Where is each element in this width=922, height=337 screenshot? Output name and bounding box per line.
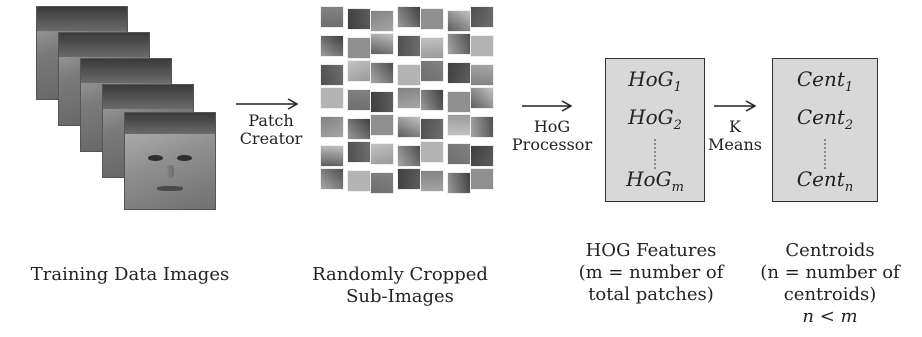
patch-mosaic (320, 6, 500, 196)
hog-processor-line1: HoG (533, 117, 571, 136)
sub-image-patch (370, 143, 394, 165)
hog-vertical-dots (654, 139, 656, 169)
sub-image-patch (370, 10, 394, 32)
sub-image-patch (347, 170, 371, 192)
caption-random-line2: Sub-Images (346, 286, 454, 307)
sub-image-patch (447, 62, 471, 84)
hog-row-2-base: HoG (628, 105, 674, 129)
sub-image-patch (320, 35, 344, 57)
hog-row-1-base: HoG (628, 67, 674, 91)
cent-row-2-sub: 2 (844, 118, 854, 133)
cent-row-1-base: Cent (796, 67, 845, 91)
sub-image-patch (370, 62, 394, 84)
sub-image-patch (397, 35, 421, 57)
sub-image-patch (420, 170, 444, 192)
cent-row-1-sub: 1 (844, 80, 854, 95)
caption-hog-line3: total patches) (588, 284, 714, 305)
caption-cent-line1: Centroids (785, 240, 875, 261)
k-means-arrow (714, 100, 757, 112)
sub-image-patch (347, 118, 371, 140)
sub-image-patch (370, 91, 394, 113)
hog-row-m: HoGm (606, 167, 704, 195)
sub-image-patch (447, 91, 471, 113)
sub-image-patch (470, 145, 494, 167)
sub-image-patch (470, 64, 494, 86)
patch-creator-line1: Patch (248, 111, 294, 130)
k-means-line1: K (729, 117, 741, 136)
sub-image-patch (470, 168, 494, 190)
sub-image-patch (470, 116, 494, 138)
sub-image-patch (347, 89, 371, 111)
cent-row-n-sub: n (844, 180, 854, 195)
sub-image-patch (347, 141, 371, 163)
cent-row-n: Centn (773, 167, 877, 195)
sub-image-patch (347, 8, 371, 30)
caption-random-subimages: Randomly Cropped Sub-Images (290, 264, 510, 308)
caption-hog-line2: (m = number of (578, 262, 724, 283)
sub-image-patch (420, 89, 444, 111)
cent-row-n-base: Cent (796, 167, 845, 191)
sub-image-patch (447, 33, 471, 55)
caption-hog-line1: HOG Features (585, 240, 717, 261)
sub-image-patch (370, 172, 394, 194)
hog-row-2: HoG2 (606, 105, 704, 133)
sub-image-patch (447, 143, 471, 165)
k-means-label: K Means (702, 118, 768, 154)
sub-image-patch (397, 168, 421, 190)
sub-image-patch (320, 168, 344, 190)
sub-image-patch (420, 141, 444, 163)
hog-features-box: HoG1 HoG2 HoGm (605, 58, 705, 202)
sub-image-patch (397, 6, 421, 28)
hog-processor-line2: Processor (511, 135, 593, 154)
caption-training-images: Training Data Images (30, 264, 230, 285)
sub-image-patch (470, 35, 494, 57)
sub-image-patch (447, 114, 471, 136)
k-means-line2: Means (708, 135, 762, 154)
sub-image-patch (420, 60, 444, 82)
hog-row-2-sub: 2 (673, 118, 682, 133)
sub-image-patch (320, 64, 344, 86)
hog-row-1-sub: 1 (673, 80, 682, 95)
sub-image-patch (470, 6, 494, 28)
sub-image-patch (447, 172, 471, 194)
sub-image-patch (320, 116, 344, 138)
patch-creator-label: Patch Creator (226, 112, 316, 148)
sub-image-patch (397, 145, 421, 167)
sub-image-patch (470, 87, 494, 109)
patch-creator-line2: Creator (239, 129, 303, 148)
sub-image-patch (420, 37, 444, 59)
cent-vertical-dots (824, 139, 826, 169)
sub-image-patch (420, 118, 444, 140)
sub-image-patch (347, 60, 371, 82)
hog-processor-label: HoG Processor (502, 118, 602, 154)
caption-cent-line3: centroids) (783, 284, 877, 305)
sub-image-patch (397, 64, 421, 86)
sub-image-patch (347, 37, 371, 59)
face-image (124, 112, 216, 210)
centroids-box: Cent1 Cent2 Centn (772, 58, 878, 202)
sub-image-patch (320, 6, 344, 28)
sub-image-patch (397, 116, 421, 138)
caption-centroids: Centroids (n = number of centroids) n < … (738, 240, 922, 328)
caption-cent-line2: (n = number of (760, 262, 900, 283)
hog-processor-arrow (522, 100, 573, 112)
sub-image-patch (370, 114, 394, 136)
sub-image-patch (320, 145, 344, 167)
cent-row-1: Cent1 (773, 67, 877, 95)
hog-row-1: HoG1 (606, 67, 704, 95)
cent-row-2: Cent2 (773, 105, 877, 133)
patch-creator-arrow (236, 98, 299, 110)
caption-cent-line4: n < m (802, 306, 858, 327)
sub-image-patch (370, 33, 394, 55)
sub-image-patch (320, 87, 344, 109)
sub-image-patch (420, 8, 444, 30)
hog-row-m-sub: m (671, 180, 684, 195)
cent-row-2-base: Cent (796, 105, 845, 129)
caption-hog-features: HOG Features (m = number of total patche… (556, 240, 746, 306)
hog-row-m-base: HoG (626, 167, 672, 191)
sub-image-patch (397, 87, 421, 109)
caption-random-line1: Randomly Cropped (312, 264, 488, 285)
sub-image-patch (447, 10, 471, 32)
